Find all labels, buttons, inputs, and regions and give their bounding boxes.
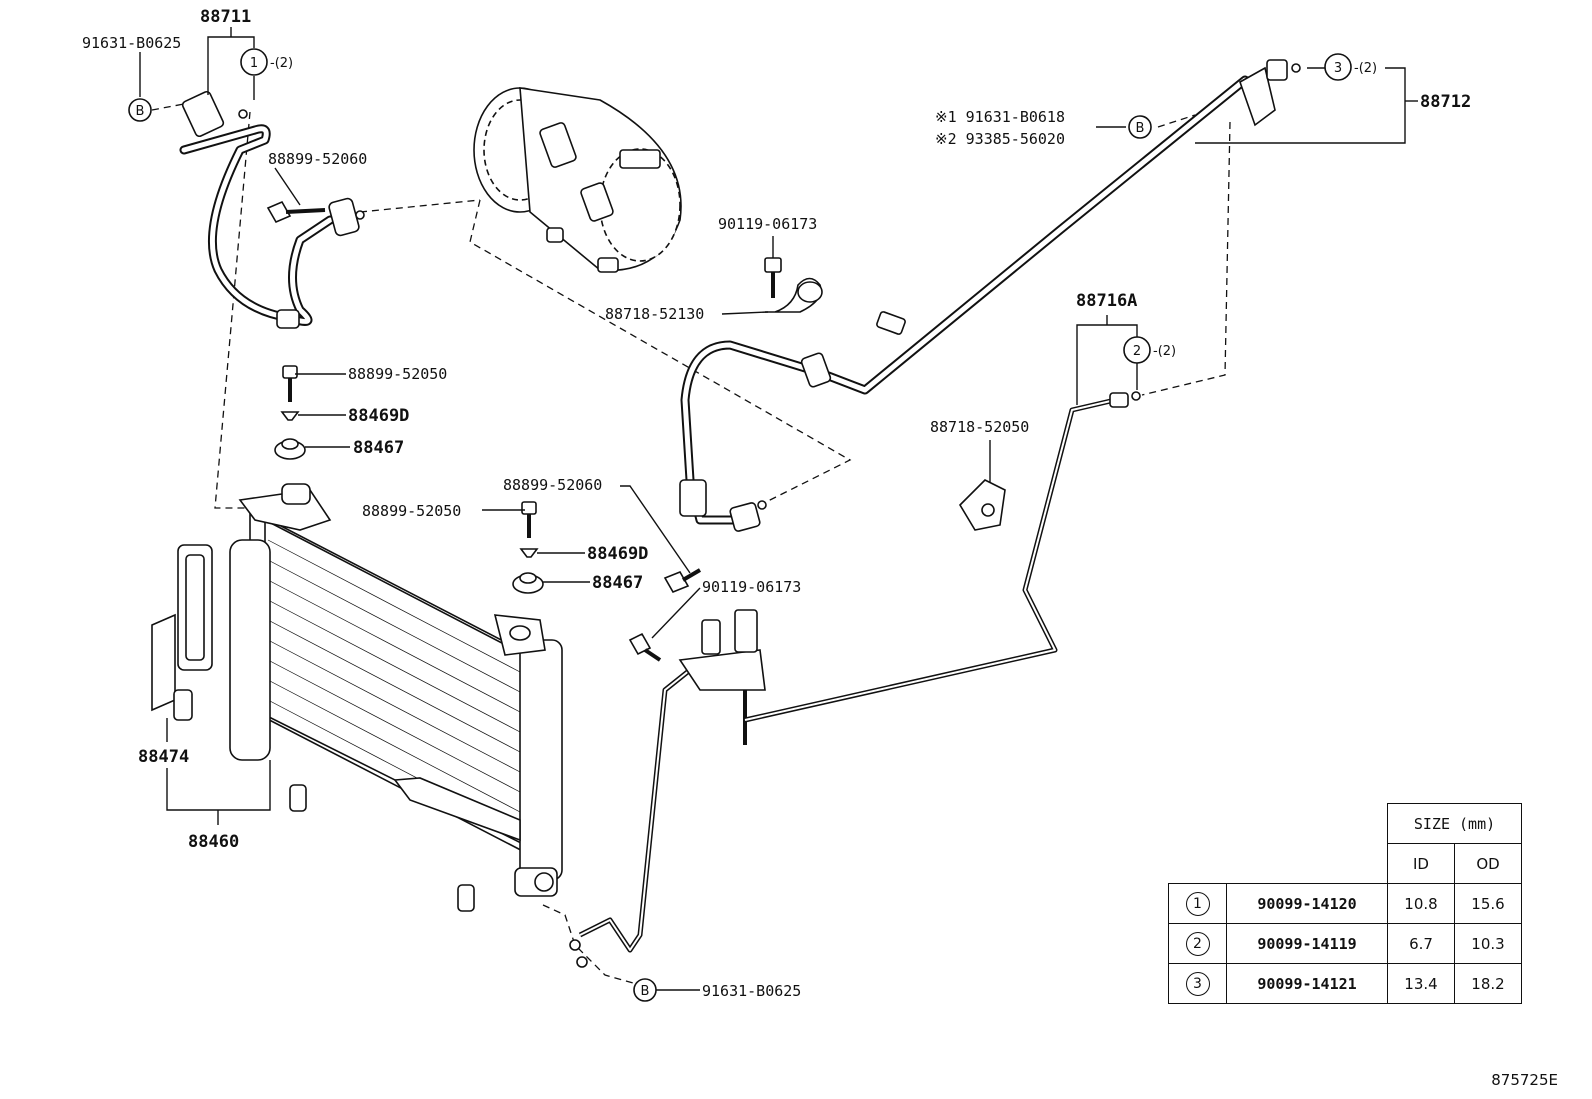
label-88469d-lower: 88469D (587, 544, 648, 564)
b-marker-top-right: B (1128, 115, 1152, 139)
solid-leaders (139, 27, 1418, 991)
label-91631-b0625-bottom: 91631-B0625 (702, 982, 801, 1000)
row-od: 18.2 (1454, 963, 1522, 1004)
label-88474: 88474 (138, 747, 189, 767)
label-90119-06173-upper: 90119-06173 (718, 215, 817, 233)
ring2-quantity: -(2) (1153, 344, 1176, 359)
ring-key-1: 1 (1185, 891, 1210, 916)
svg-text:3: 3 (1334, 61, 1342, 76)
condenser-fins (267, 539, 523, 834)
washer-88469d-upper (280, 411, 300, 421)
label-88718-52050: 88718-52050 (930, 418, 1029, 436)
row-part-number: 90099-14121 (1226, 963, 1388, 1004)
b-marker-top-left: B (128, 98, 152, 122)
label-88467-lower: 88467 (592, 573, 643, 593)
label-90119-06173-lower: 90119-06173 (702, 578, 801, 596)
b-marker-label: B (1136, 121, 1145, 136)
o-ring-size-table: SIZE (mm) ID OD 1 90099-14120 10.8 15.6 … (1168, 803, 1522, 1004)
row-od: 15.6 (1454, 883, 1522, 924)
row-part-number: 90099-14120 (1226, 883, 1388, 924)
row-id: 6.7 (1387, 923, 1455, 964)
ring-key-3: 3 (1185, 971, 1210, 996)
table-row: 2 90099-14119 6.7 10.3 (1168, 923, 1522, 964)
ring-key-2: 2 (1185, 931, 1210, 956)
clamp-88718-52130 (765, 277, 823, 313)
bolt-88899-52050-upper (282, 365, 298, 402)
label-88718-52130: 88718-52130 (605, 305, 704, 323)
label-note1: ※1 91631-B0618 (935, 108, 1065, 126)
illustration-code: 875725E (1491, 1071, 1558, 1089)
discharge-hose-88711 (179, 90, 365, 329)
cushion-88467-upper (274, 438, 306, 460)
dashed-leaders (151, 99, 1231, 986)
bolt-88899-52060-mid (663, 568, 702, 594)
b-marker-bottom: B (633, 978, 657, 1002)
row-id: 13.4 (1387, 963, 1455, 1004)
label-88469d-upper: 88469D (348, 406, 409, 426)
ring3-quantity: -(2) (1354, 61, 1377, 76)
ring-marker-1: 1 -(2) (240, 48, 293, 76)
bracket-88718-52050 (958, 479, 1006, 531)
condenser-88460 (229, 483, 563, 912)
label-88711: 88711 (200, 7, 251, 27)
ring-marker-3: 3 -(2) (1324, 53, 1377, 81)
label-91631-b0625-top: 91631-B0625 (82, 34, 181, 52)
washer-88469d-lower (519, 548, 539, 558)
cushion-88467-lower (512, 572, 544, 594)
row-id: 10.8 (1387, 883, 1455, 924)
bolt-90119-06173-lower (628, 632, 662, 662)
svg-text:1: 1 (250, 56, 258, 71)
tube-88716a (744, 391, 1141, 723)
b-marker-label: B (136, 104, 145, 119)
table-row: 3 90099-14121 13.4 18.2 (1168, 963, 1522, 1004)
label-88460: 88460 (188, 832, 239, 852)
ac-compressor (473, 87, 682, 273)
receiver-88474 (151, 544, 213, 721)
ring1-quantity: -(2) (270, 56, 293, 71)
label-88899-52050-upper: 88899-52050 (348, 365, 447, 383)
bolt-88899-52050-lower (521, 501, 537, 538)
label-88899-52060-top: 88899-52060 (268, 150, 367, 168)
label-88712: 88712 (1420, 92, 1471, 112)
row-part-number: 90099-14119 (1226, 923, 1388, 964)
part-labels: 88711 91631-B0625 88899-52060 88899-5205… (82, 7, 1471, 1000)
svg-text:2: 2 (1133, 344, 1141, 359)
size-header: SIZE (mm) (1387, 803, 1522, 844)
od-header: OD (1454, 843, 1522, 884)
liquid-tube (569, 668, 692, 968)
bolt-90119-06173-upper (764, 257, 782, 298)
id-header: ID (1387, 843, 1455, 884)
label-88899-52050-lower: 88899-52050 (362, 502, 461, 520)
label-88467-upper: 88467 (353, 438, 404, 458)
label-88716a: 88716A (1076, 291, 1137, 311)
b-marker-label: B (641, 984, 650, 999)
row-od: 10.3 (1454, 923, 1522, 964)
suction-hose-88712 (679, 59, 1301, 532)
ring-marker-2: 2 -(2) (1123, 336, 1176, 364)
bolt-88899-52060-top (266, 200, 326, 224)
label-88899-52060-mid: 88899-52060 (503, 476, 602, 494)
label-note2: ※2 93385-56020 (935, 130, 1065, 148)
table-row: 1 90099-14120 10.8 15.6 (1168, 883, 1522, 924)
expansion-block (678, 609, 766, 745)
